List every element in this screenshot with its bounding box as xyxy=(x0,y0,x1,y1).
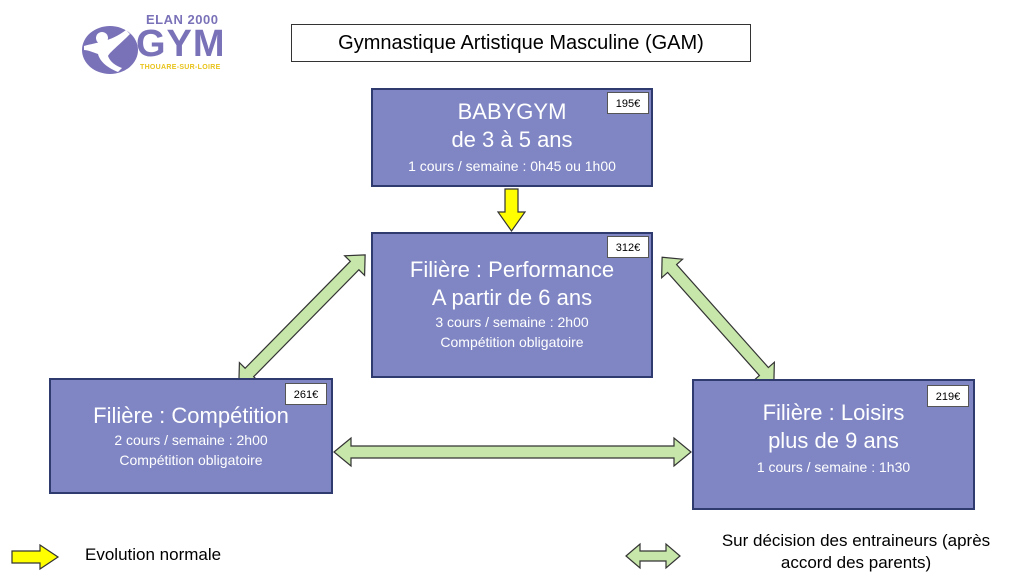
legend-normal-label: Evolution normale xyxy=(85,545,222,564)
loisirs-price: 219€ xyxy=(927,385,969,407)
babygym-box: 195€ BABYGYM de 3 à 5 ans 1 cours / sema… xyxy=(371,88,653,187)
logo-main-text: GYM xyxy=(136,23,226,65)
club-logo: ELAN 2000 GYM THOUARE-SUR-LOIRE xyxy=(80,12,230,74)
competition-price: 261€ xyxy=(285,383,327,405)
logo-sub-text: THOUARE-SUR-LOIRE xyxy=(140,64,221,71)
performance-box: 312€ Filière : Performance A partir de 6… xyxy=(371,232,653,378)
loisirs-age: plus de 9 ans xyxy=(768,428,899,453)
babygym-title: BABYGYM xyxy=(457,99,567,124)
babygym-age: de 3 à 5 ans xyxy=(451,127,573,152)
loisirs-schedule: 1 cours / semaine : 1h30 xyxy=(756,459,911,475)
performance-price: 312€ xyxy=(607,236,649,258)
legend-decision-line2: accord des parents) xyxy=(780,553,932,572)
page-title: Gymnastique Artistique Masculine (GAM) xyxy=(291,24,751,62)
arrow-competition-loisirs xyxy=(333,436,692,468)
arrow-performance-loisirs xyxy=(661,256,775,384)
competition-requirement: Compétition obligatoire xyxy=(119,452,263,468)
arrow-babygym-to-performance xyxy=(496,188,527,233)
performance-age: A partir de 6 ans xyxy=(431,285,593,310)
babygym-schedule: 1 cours / semaine : 0h45 ou 1h00 xyxy=(408,158,616,174)
performance-title: Filière : Performance xyxy=(409,257,615,282)
legend-decision-line1: Sur décision des entraineurs (après xyxy=(721,531,991,550)
loisirs-title: Filière : Loisirs xyxy=(762,400,905,425)
competition-schedule: 2 cours / semaine : 2h00 xyxy=(114,432,268,448)
competition-title: Filière : Compétition xyxy=(93,403,289,428)
gymnast-logo-icon xyxy=(82,26,138,74)
legend-decision-label: Sur décision des entraineurs (après acco… xyxy=(700,530,1012,574)
legend-green-arrow-icon xyxy=(625,542,681,570)
loisirs-box: 219€ Filière : Loisirs plus de 9 ans 1 c… xyxy=(692,379,975,510)
legend-yellow-arrow-icon xyxy=(11,543,60,571)
arrow-competition-performance xyxy=(238,254,366,384)
performance-schedule: 3 cours / semaine : 2h00 xyxy=(435,314,589,330)
babygym-price: 195€ xyxy=(607,92,649,114)
performance-competition: Compétition obligatoire xyxy=(440,334,584,350)
competition-box: 261€ Filière : Compétition 2 cours / sem… xyxy=(49,378,333,494)
logo-top-text: ELAN 2000 xyxy=(146,12,219,27)
